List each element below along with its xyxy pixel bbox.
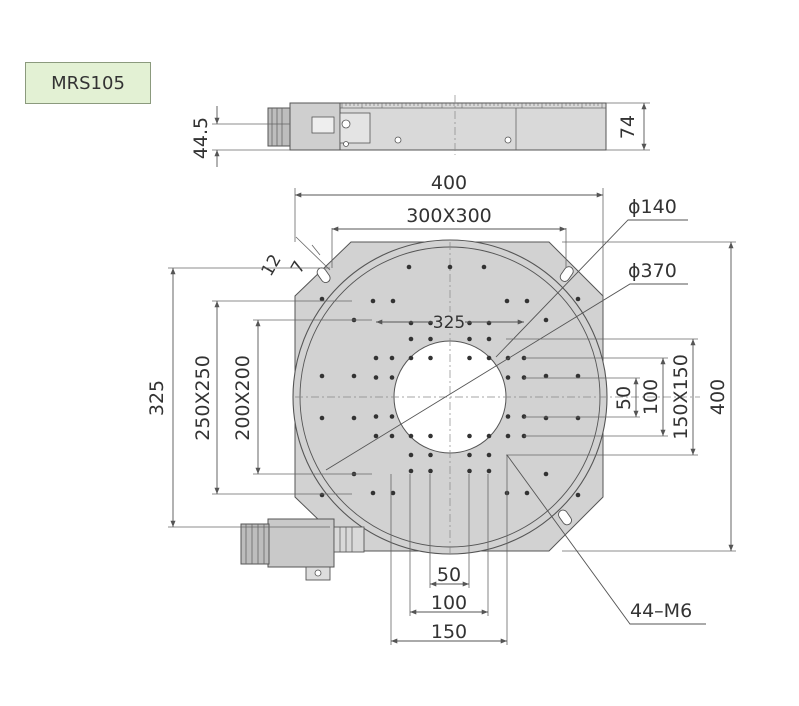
- slot-offset-label: 7: [287, 258, 310, 277]
- tapped-hole: [428, 452, 433, 458]
- tapped-hole: [319, 373, 325, 379]
- tapped-hole: [319, 492, 325, 498]
- grid-250-label: 250X250: [192, 355, 214, 441]
- tapped-hole: [408, 433, 414, 439]
- motor: [240, 518, 365, 581]
- tapped-hole: [373, 375, 379, 380]
- table-diameter-label: ϕ370: [628, 260, 677, 282]
- tapped-hole: [543, 415, 549, 421]
- tapped-hole: [467, 355, 472, 361]
- tapped-hole: [389, 375, 395, 380]
- tapped-hole: [467, 433, 472, 439]
- tapped-hole: [373, 433, 379, 439]
- side-height-label: 44.5: [190, 117, 212, 159]
- tapped-hole: [373, 355, 379, 361]
- tapped-hole: [521, 414, 527, 419]
- tapped-hole: [428, 433, 433, 439]
- tapped-hole: [481, 264, 487, 270]
- tapped-hole: [575, 415, 581, 421]
- tapped-hole: [389, 433, 395, 439]
- tapped-hole: [486, 452, 492, 458]
- tapped-hole: [575, 296, 581, 302]
- left-span-label: 325: [146, 380, 168, 416]
- tapped-hole: [486, 433, 492, 439]
- mounting-slot: [316, 267, 331, 284]
- tapped-hole: [408, 452, 414, 458]
- table-size-label: 300X300: [406, 205, 492, 227]
- side-connector: [311, 116, 335, 134]
- tapped-hole: [428, 336, 433, 342]
- tapped-hole: [389, 355, 395, 361]
- tapped-hole: [467, 468, 472, 474]
- tapped-hole: [408, 468, 414, 474]
- tapped-hole: [447, 264, 453, 270]
- bottom-150-label: 150: [431, 621, 467, 643]
- tapped-hole: [575, 492, 581, 498]
- right-100-label: 100: [640, 379, 662, 415]
- tapped-hole: [428, 355, 433, 361]
- holes-label: 44–M6: [630, 600, 692, 622]
- tapped-hole: [408, 320, 414, 326]
- tapped-hole: [486, 336, 492, 342]
- tapped-hole: [575, 373, 581, 379]
- tapped-hole: [389, 414, 395, 419]
- side-total-height-label: 74: [617, 115, 639, 139]
- tapped-hole: [408, 355, 414, 361]
- right-150-label: 150X150: [670, 354, 692, 440]
- tapped-hole: [351, 373, 357, 379]
- tapped-hole: [505, 375, 511, 380]
- tapped-hole: [467, 452, 472, 458]
- bottom-100-label: 100: [431, 592, 467, 614]
- slot-width-label: 12: [258, 251, 286, 280]
- tapped-hole: [467, 320, 472, 326]
- grid-200-label: 200X200: [232, 355, 254, 441]
- tapped-hole: [504, 298, 510, 304]
- tapped-hole: [524, 490, 530, 496]
- side-view: 44.5 74: [190, 95, 650, 167]
- height-label: 400: [707, 379, 729, 415]
- tapped-hole: [467, 336, 472, 342]
- tapped-hole: [543, 373, 549, 379]
- bottom-50-label: 50: [437, 564, 461, 586]
- side-scale: [341, 103, 603, 108]
- width-label: 400: [431, 172, 467, 194]
- mounting-slot: [559, 266, 574, 282]
- tapped-hole: [408, 336, 414, 342]
- tapped-hole: [319, 296, 325, 302]
- tapped-hole: [390, 490, 396, 496]
- side-body: [337, 102, 607, 151]
- side-screw: [394, 136, 402, 144]
- tapped-hole: [505, 433, 511, 439]
- bore-diameter-label: ϕ140: [628, 196, 677, 218]
- tapped-hole: [370, 298, 376, 304]
- mounting-slot: [558, 509, 572, 526]
- tapped-hole: [319, 415, 325, 421]
- tapped-hole: [390, 298, 396, 304]
- tapped-hole: [351, 415, 357, 421]
- tapped-hole: [524, 298, 530, 304]
- right-50-label: 50: [613, 386, 635, 410]
- model-label: MRS105: [25, 62, 151, 104]
- tapped-hole: [370, 490, 376, 496]
- side-motor: [267, 107, 291, 147]
- tapped-hole: [428, 468, 433, 474]
- tapped-hole: [505, 414, 511, 419]
- tapped-hole: [543, 317, 549, 323]
- tapped-hole: [486, 355, 492, 361]
- hole-span-label: 325: [433, 313, 465, 333]
- tapped-hole: [406, 264, 412, 270]
- tapped-hole: [486, 320, 492, 326]
- tapped-hole: [521, 375, 527, 380]
- side-screw: [504, 136, 512, 144]
- tapped-hole: [543, 471, 549, 477]
- tapped-hole: [486, 468, 492, 474]
- tapped-hole: [373, 414, 379, 419]
- top-view: 400 300X300 ϕ140 ϕ370 12 7 325 325 250X2…: [146, 172, 736, 645]
